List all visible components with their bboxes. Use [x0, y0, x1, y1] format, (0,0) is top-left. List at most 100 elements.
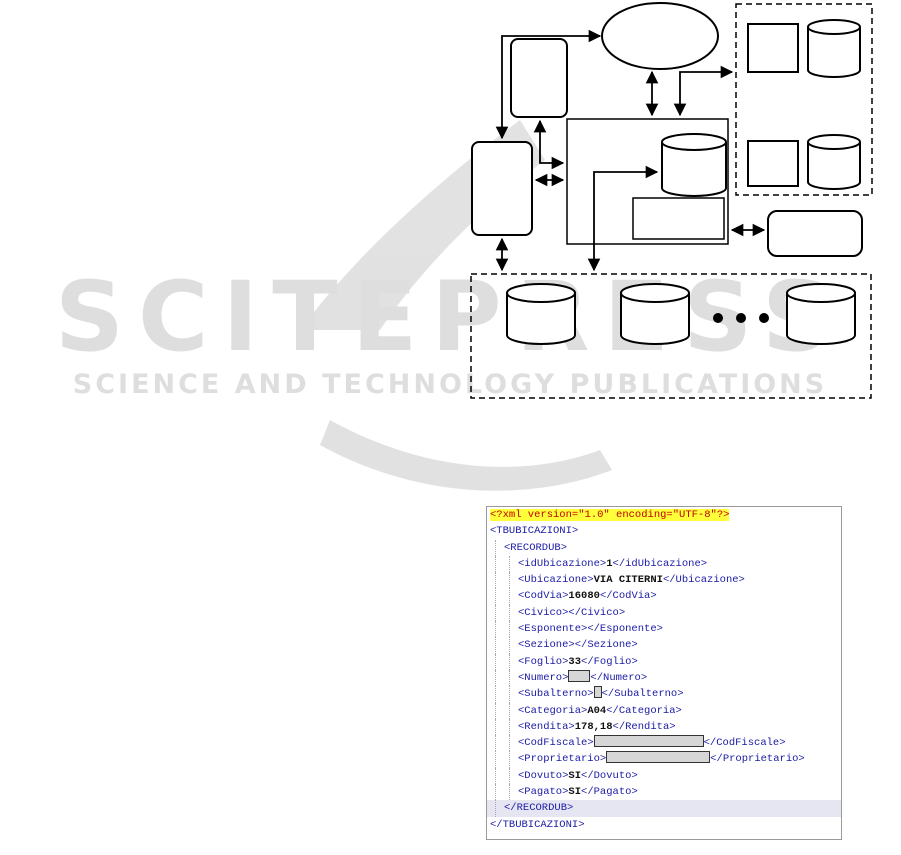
- inner-box-central: [632, 197, 725, 240]
- indent-guide: [509, 555, 510, 573]
- xml-close-tag: </Dovuto>: [581, 769, 638, 782]
- xml-close-tag: </Numero>: [590, 671, 648, 684]
- xml-line: <idUbicazione>1</idUbicazione>: [487, 555, 841, 573]
- indent-guide: [495, 800, 496, 817]
- xml-open-tag: <Civico>: [518, 606, 569, 619]
- indent-guide: [509, 653, 510, 670]
- connector-bottom-group-to-database: [587, 165, 659, 272]
- redacted-value-box: [568, 669, 591, 682]
- indent-guide: [509, 784, 510, 801]
- xml-line: <Numero> </Numero>: [487, 669, 841, 687]
- xml-open-tag: </RECORDUB>: [504, 802, 574, 815]
- indent-guide: [509, 702, 510, 719]
- indent-guide: [509, 588, 510, 605]
- xml-line: <CodVia>16080</CodVia>: [487, 588, 841, 605]
- xml-line: <Dovuto>SI</Dovuto>: [487, 767, 841, 785]
- xml-value: 178,18: [574, 720, 613, 733]
- indent-guide: [509, 718, 510, 736]
- xml-line: <Pagato>SI</Pagato>: [487, 784, 841, 801]
- xml-value: 1: [606, 557, 613, 570]
- xml-line: <Ubicazione>VIA CITERNI</Ubicazione>: [487, 572, 841, 589]
- xml-open-tag: <CodFiscale>: [518, 737, 594, 750]
- indent-guide: [495, 702, 496, 719]
- indent-guide: [495, 751, 496, 768]
- watermark: SCITEPRESS SCIENCE AND TECHNOLOGY PUBLIC…: [55, 120, 845, 491]
- watermark-subtitle: SCIENCE AND TECHNOLOGY PUBLICATIONS: [73, 369, 827, 400]
- indent-guide: [509, 669, 510, 687]
- connector-upper-box-to-container: [533, 119, 565, 170]
- indent-guide: [495, 653, 496, 670]
- xml-close-tag: </idUbicazione>: [612, 557, 708, 570]
- xml-open-tag: <CodVia>: [518, 590, 569, 603]
- xml-open-tag: </TBUBICAZIONI>: [490, 818, 585, 831]
- xml-value: 33: [568, 655, 582, 668]
- xml-open-tag: <Foglio>: [518, 655, 569, 668]
- xml-open-tag: <TBUBICAZIONI>: [490, 525, 579, 538]
- ellipse-node: [601, 2, 719, 70]
- indent-guide: [495, 572, 496, 589]
- indent-guide: [509, 751, 510, 768]
- architecture-diagram: SCITEPRESS SCIENCE AND TECHNOLOGY PUBLIC…: [55, 2, 873, 491]
- indent-guide: [495, 735, 496, 752]
- xml-open-tag: <Numero>: [518, 671, 569, 684]
- indent-guide: [495, 604, 496, 622]
- xml-open-tag: <Sezione>: [518, 639, 575, 652]
- indent-guide: [495, 718, 496, 736]
- xml-open-tag: <Pagato>: [518, 786, 569, 799]
- rounded-box-right: [767, 210, 863, 257]
- xml-declaration: <?xml version="1.0" encoding="UTF-8"?>: [490, 509, 730, 521]
- xml-line: </RECORDUB>: [487, 800, 841, 817]
- xml-line: <Sezione></Sezione>: [487, 637, 841, 654]
- storage-group-top-right: [735, 3, 873, 196]
- xml-line: </TBUBICAZIONI>: [487, 817, 841, 833]
- indent-guide: [509, 572, 510, 589]
- xml-line: <Foglio>33</Foglio>: [487, 653, 841, 670]
- indent-guide: [495, 539, 496, 556]
- xml-line: <RECORDUB>: [487, 539, 841, 556]
- ellipsis-dots: [713, 313, 769, 323]
- xml-value: SI: [568, 769, 582, 782]
- xml-open-tag: <RECORDUB>: [504, 541, 568, 554]
- xml-line: <CodFiscale> </CodFiscale>: [487, 735, 841, 752]
- redacted-value-box: [593, 735, 704, 748]
- xml-close-tag: </CodFiscale>: [703, 737, 786, 750]
- indent-guide: [495, 767, 496, 785]
- database-bottom-3: [786, 283, 856, 345]
- indent-guide: [495, 621, 496, 638]
- xml-code-panel: <?xml version="1.0" encoding="UTF-8"?> <…: [486, 506, 842, 840]
- watermark-swoosh-lower: [320, 420, 612, 491]
- connector-container-to-top-group: [673, 65, 734, 117]
- indent-guide: [495, 784, 496, 801]
- xml-close-tag: </Esponente>: [587, 623, 663, 636]
- xml-line: <Categoria>A04</Categoria>: [487, 702, 841, 719]
- database-central: [661, 133, 727, 197]
- xml-line: <Subalterno></Subalterno>: [487, 686, 841, 703]
- xml-close-tag: </Foglio>: [581, 655, 638, 668]
- rounded-box-left: [471, 141, 533, 236]
- xml-open-tag: <Categoria>: [518, 704, 588, 717]
- xml-value: 16080: [568, 590, 600, 603]
- indent-guide: [509, 621, 510, 638]
- indent-guide: [509, 735, 510, 752]
- indent-guide: [509, 686, 510, 703]
- xml-value: VIA CITERNI: [593, 574, 663, 587]
- indent-guide: [495, 637, 496, 654]
- xml-close-tag: </Categoria>: [606, 704, 682, 717]
- redacted-value-box: [606, 751, 711, 764]
- database-bottom-1: [506, 283, 576, 345]
- watermark-title: SCITEPRESS: [55, 261, 845, 373]
- node-box-top-right-2: [747, 140, 799, 187]
- xml-line: <Proprietario></Proprietario>: [487, 751, 841, 768]
- xml-close-tag: </CodVia>: [599, 590, 657, 603]
- xml-open-tag: <idUbicazione>: [518, 557, 607, 570]
- xml-close-tag: </Rendita>: [612, 720, 676, 733]
- database-top-right-2: [807, 134, 861, 190]
- connector-left-to-ellipse: [495, 29, 602, 140]
- indent-guide: [495, 588, 496, 605]
- xml-line: <Rendita>178,18</Rendita>: [487, 718, 841, 736]
- xml-open-tag: <Esponente>: [518, 623, 588, 636]
- xml-line: <Esponente></Esponente>: [487, 621, 841, 638]
- xml-open-tag: <Rendita>: [518, 720, 575, 733]
- xml-close-tag: </Proprietario>: [710, 753, 805, 766]
- xml-open-tag: <Dovuto>: [518, 769, 569, 782]
